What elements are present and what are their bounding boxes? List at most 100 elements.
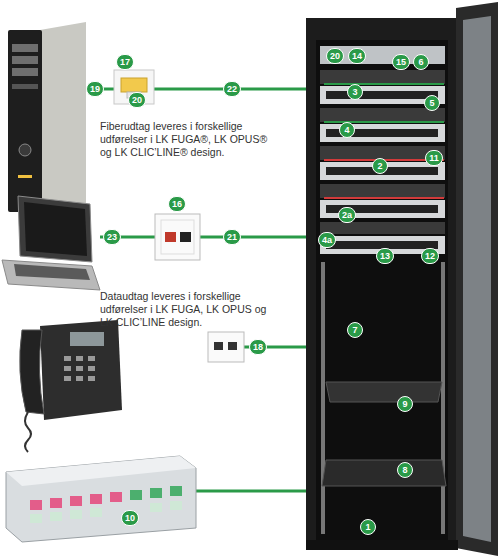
consolidation-box-part-part [70,510,82,519]
phone-outlet [208,332,244,362]
consolidation-box-part-part [70,496,82,506]
fiber-outlet-part [121,78,147,92]
telephone [20,320,122,452]
consolidation-box-part-part [90,494,102,504]
callout-number: 22 [223,81,241,97]
callout-number: 7 [347,322,363,338]
consolidation-box-part-part [110,492,122,502]
server-rack [306,2,498,556]
callout-number: 2 [372,158,388,174]
consolidation-box-part-part [170,501,182,510]
consolidation-box-part-part [90,508,102,517]
callout-number: 5 [424,95,440,111]
consolidation-box-part-part [150,488,162,498]
laptop-part [18,196,92,262]
phone-outlet-part [214,342,223,350]
callout-number: 21 [223,229,241,245]
data-outlet-part [155,214,200,260]
callout-number: 10 [121,510,139,526]
callout-number: 11 [425,150,443,166]
consolidation-box-part-part [170,486,182,496]
pc-tower [8,22,86,212]
phone-outlet-part [228,342,237,350]
data-outlet-part [180,232,191,242]
telephone-part [25,412,31,452]
telephone-part-part [88,376,95,381]
telephone-part-part [76,356,83,361]
consolidation-box-part-part [130,490,142,500]
callout-number: 19 [86,81,104,97]
cables [88,89,312,491]
telephone-part-part [88,356,95,361]
pc-tower-part [19,144,31,156]
server-rack-part [324,84,444,122]
server-rack-part [326,382,442,402]
laptop-part [2,260,100,290]
phone-outlet-part [208,332,244,362]
callout-number: 4 [339,122,355,138]
pc-tower-part [40,22,86,212]
pc-tower-part [18,175,32,178]
consolidation-box-part [130,486,182,500]
server-rack-part [463,16,491,542]
consolidation-box-part-part [50,498,62,508]
telephone-part-part [64,356,71,361]
consolidation-box-part [6,456,196,542]
server-rack-part [326,91,438,249]
telephone-part-part [76,376,83,381]
laptop-part [14,264,90,280]
consolidation-box-part-part [30,500,42,510]
callout-number: 9 [397,396,413,412]
consolidation-box-part [30,492,122,510]
callout-number: 3 [347,84,363,100]
server-rack-part [306,540,458,550]
callout-number: 17 [116,54,134,70]
data-outlet [155,214,200,260]
callout-number: 12 [421,248,439,264]
server-rack-part [320,70,445,84]
laptop [2,196,100,290]
callout-number: 18 [249,339,267,355]
consolidation-box-part-part [50,512,62,521]
callout-number: 23 [103,229,121,245]
server-rack-part-part [324,83,444,85]
telephone-part [20,330,44,414]
server-rack-part-part [324,197,444,199]
pc-tower-part [12,84,38,89]
server-rack-part [321,262,325,534]
server-rack-part [320,184,445,198]
note-text: Dataudtag leveres i forskellige udførels… [100,290,280,329]
callout-number: 6 [413,54,429,70]
callout-number: 15 [392,54,410,70]
callout-number: 1 [360,519,376,535]
callout-number: 4a [318,232,336,248]
server-rack-part [441,262,445,534]
consolidation-box-part-part [30,514,42,523]
callout-number: 8 [397,462,413,478]
consolidation-box-part [30,501,182,523]
server-rack-part [456,2,498,556]
callout-number: 2a [338,207,356,223]
note-text: Fiberudtag leveres i forskellige udførel… [100,120,280,159]
server-rack-part [322,460,446,486]
callout-number: 13 [376,248,394,264]
callout-number: 20 [128,92,146,108]
laptop-part [24,202,87,256]
server-rack-part-part [326,91,438,99]
telephone-part [70,332,104,346]
pc-tower-part [12,56,38,64]
consolidation-box [6,456,196,542]
server-rack-part [320,222,445,234]
cables-part [195,490,312,493]
telephone-part-part [88,366,95,371]
consolidation-box-part [6,456,196,486]
callout-number: 14 [348,48,366,64]
telephone-part-part [64,376,71,381]
server-rack-part [316,40,448,540]
telephone-part-part [64,366,71,371]
telephone-part [64,356,95,381]
telephone-part [40,320,122,420]
data-outlet-part [161,220,194,254]
pc-tower-part [12,68,38,76]
